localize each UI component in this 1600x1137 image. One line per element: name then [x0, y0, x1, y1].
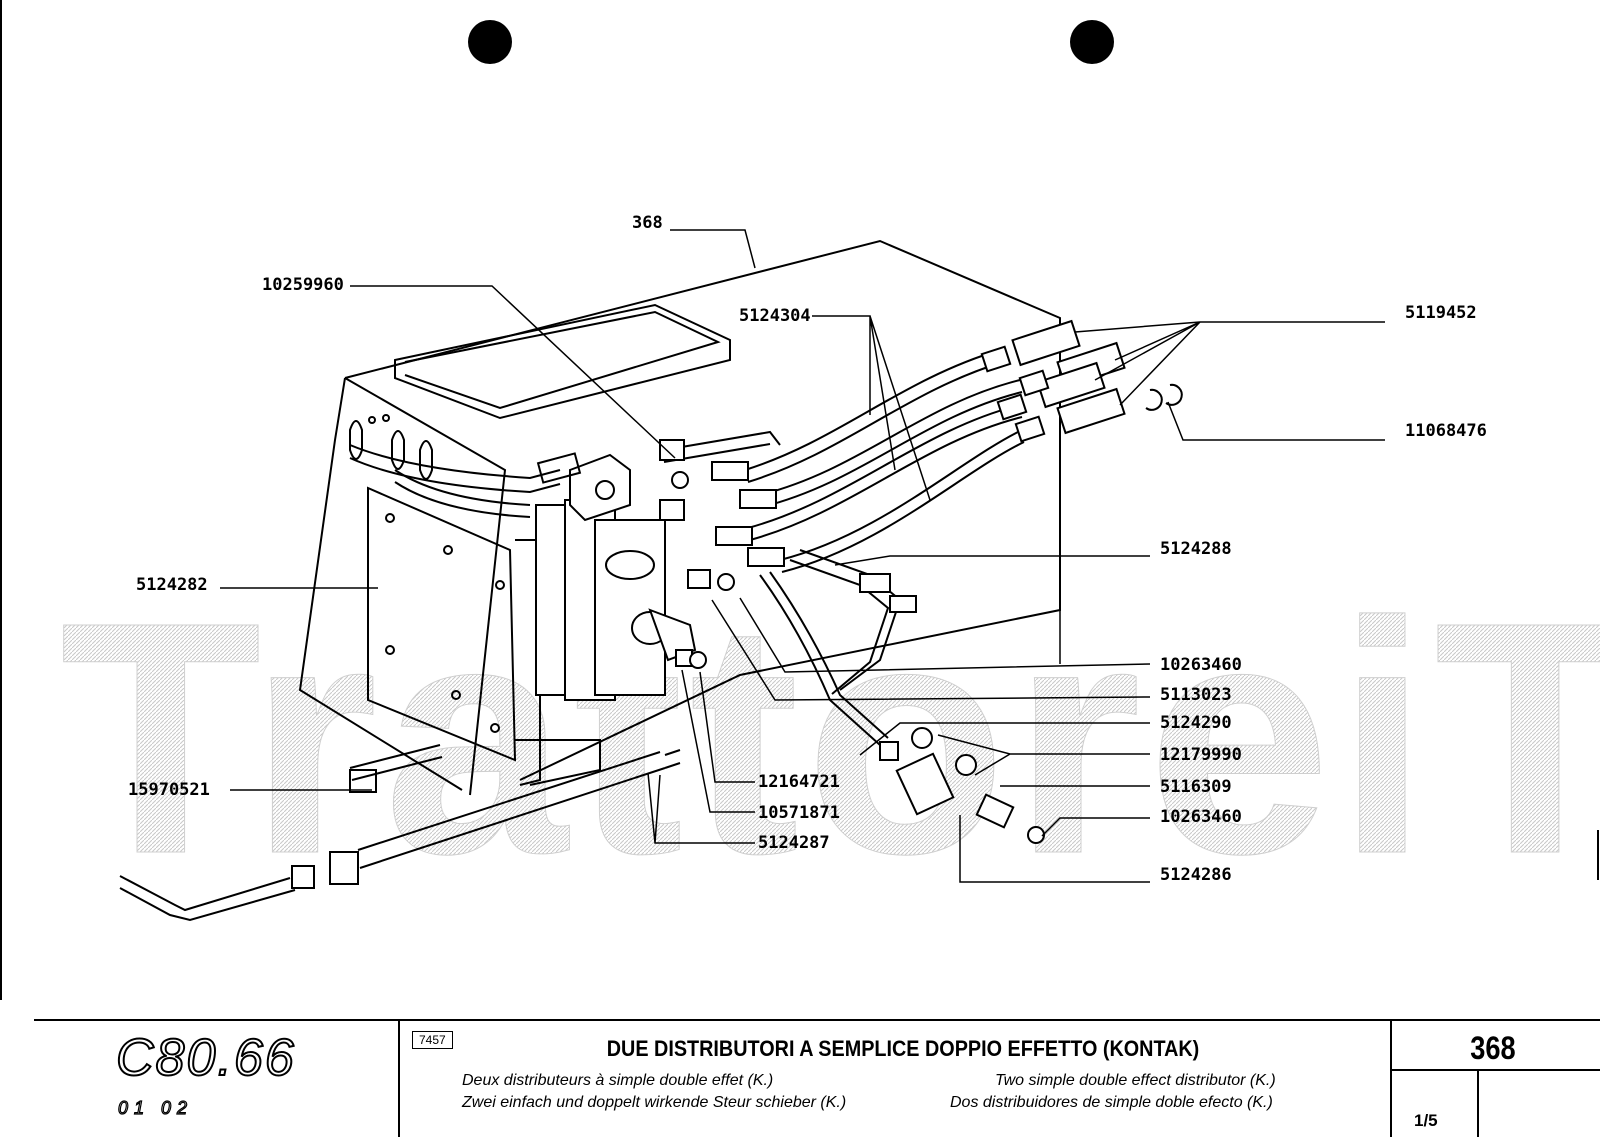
callout-10263460: 10263460 — [1160, 655, 1242, 675]
title-english: Two simple double effect distributor (K.… — [995, 1072, 1276, 1089]
callout-15970521: 15970521 — [128, 780, 210, 800]
callout-12164721: 12164721 — [758, 772, 840, 792]
callout-5124288: 5124288 — [1160, 539, 1232, 559]
callout-5124304: 5124304 — [739, 306, 811, 326]
title-spanish: Dos distribuidores de simple doble efect… — [950, 1094, 1273, 1111]
sheet-number: 1/5 — [1414, 1111, 1438, 1130]
callout-10259960: 10259960 — [262, 275, 344, 295]
title-german: Zwei einfach und doppelt wirkende Steur … — [462, 1094, 847, 1111]
callout-5116309: 5116309 — [1160, 777, 1232, 797]
page-number: 368 — [1470, 1030, 1516, 1066]
leader-lines — [220, 229, 1385, 883]
binder-hole — [1070, 20, 1114, 64]
spring-clips — [1145, 383, 1183, 411]
distributor-valves — [535, 453, 697, 701]
footer-frame — [34, 1019, 1600, 1137]
callout-11068476: 11068476 — [1405, 421, 1487, 441]
return-pipe — [119, 744, 681, 922]
model-codes: 01 02 — [117, 1097, 194, 1118]
diagram-title: DUE DISTRIBUTORI A SEMPLICE DOPPIO EFFET… — [606, 1036, 1200, 1061]
callout-5119452: 5119452 — [1405, 303, 1477, 323]
callout-5113023: 5113023 — [1160, 685, 1232, 705]
callout-368: 368 — [632, 213, 663, 233]
callout-5124282: 5124282 — [136, 575, 208, 595]
callout-10571871: 10571871 — [758, 803, 840, 823]
reference-box: 7457 — [412, 1031, 453, 1049]
callout-5124286: 5124286 — [1160, 865, 1232, 885]
steel-pipes — [349, 430, 781, 518]
watermark-text: TrattoreiT — [60, 553, 1600, 922]
binder-hole — [468, 20, 512, 64]
callout-10263460-lower: 10263460 — [1160, 807, 1242, 827]
title-block: C80.66 01 02 7457 DUE DISTRIBUTORI A SEM… — [0, 1020, 1600, 1137]
title-french: Deux distributeurs à simple double effet… — [462, 1072, 774, 1089]
model-logo: C80.66 — [115, 1028, 296, 1088]
callout-5124287: 5124287 — [758, 833, 830, 853]
quick-couplers — [980, 319, 1126, 443]
callout-12179990: 12179990 — [1160, 745, 1242, 765]
callout-5124290: 5124290 — [1160, 713, 1232, 733]
fittings — [659, 439, 1045, 844]
